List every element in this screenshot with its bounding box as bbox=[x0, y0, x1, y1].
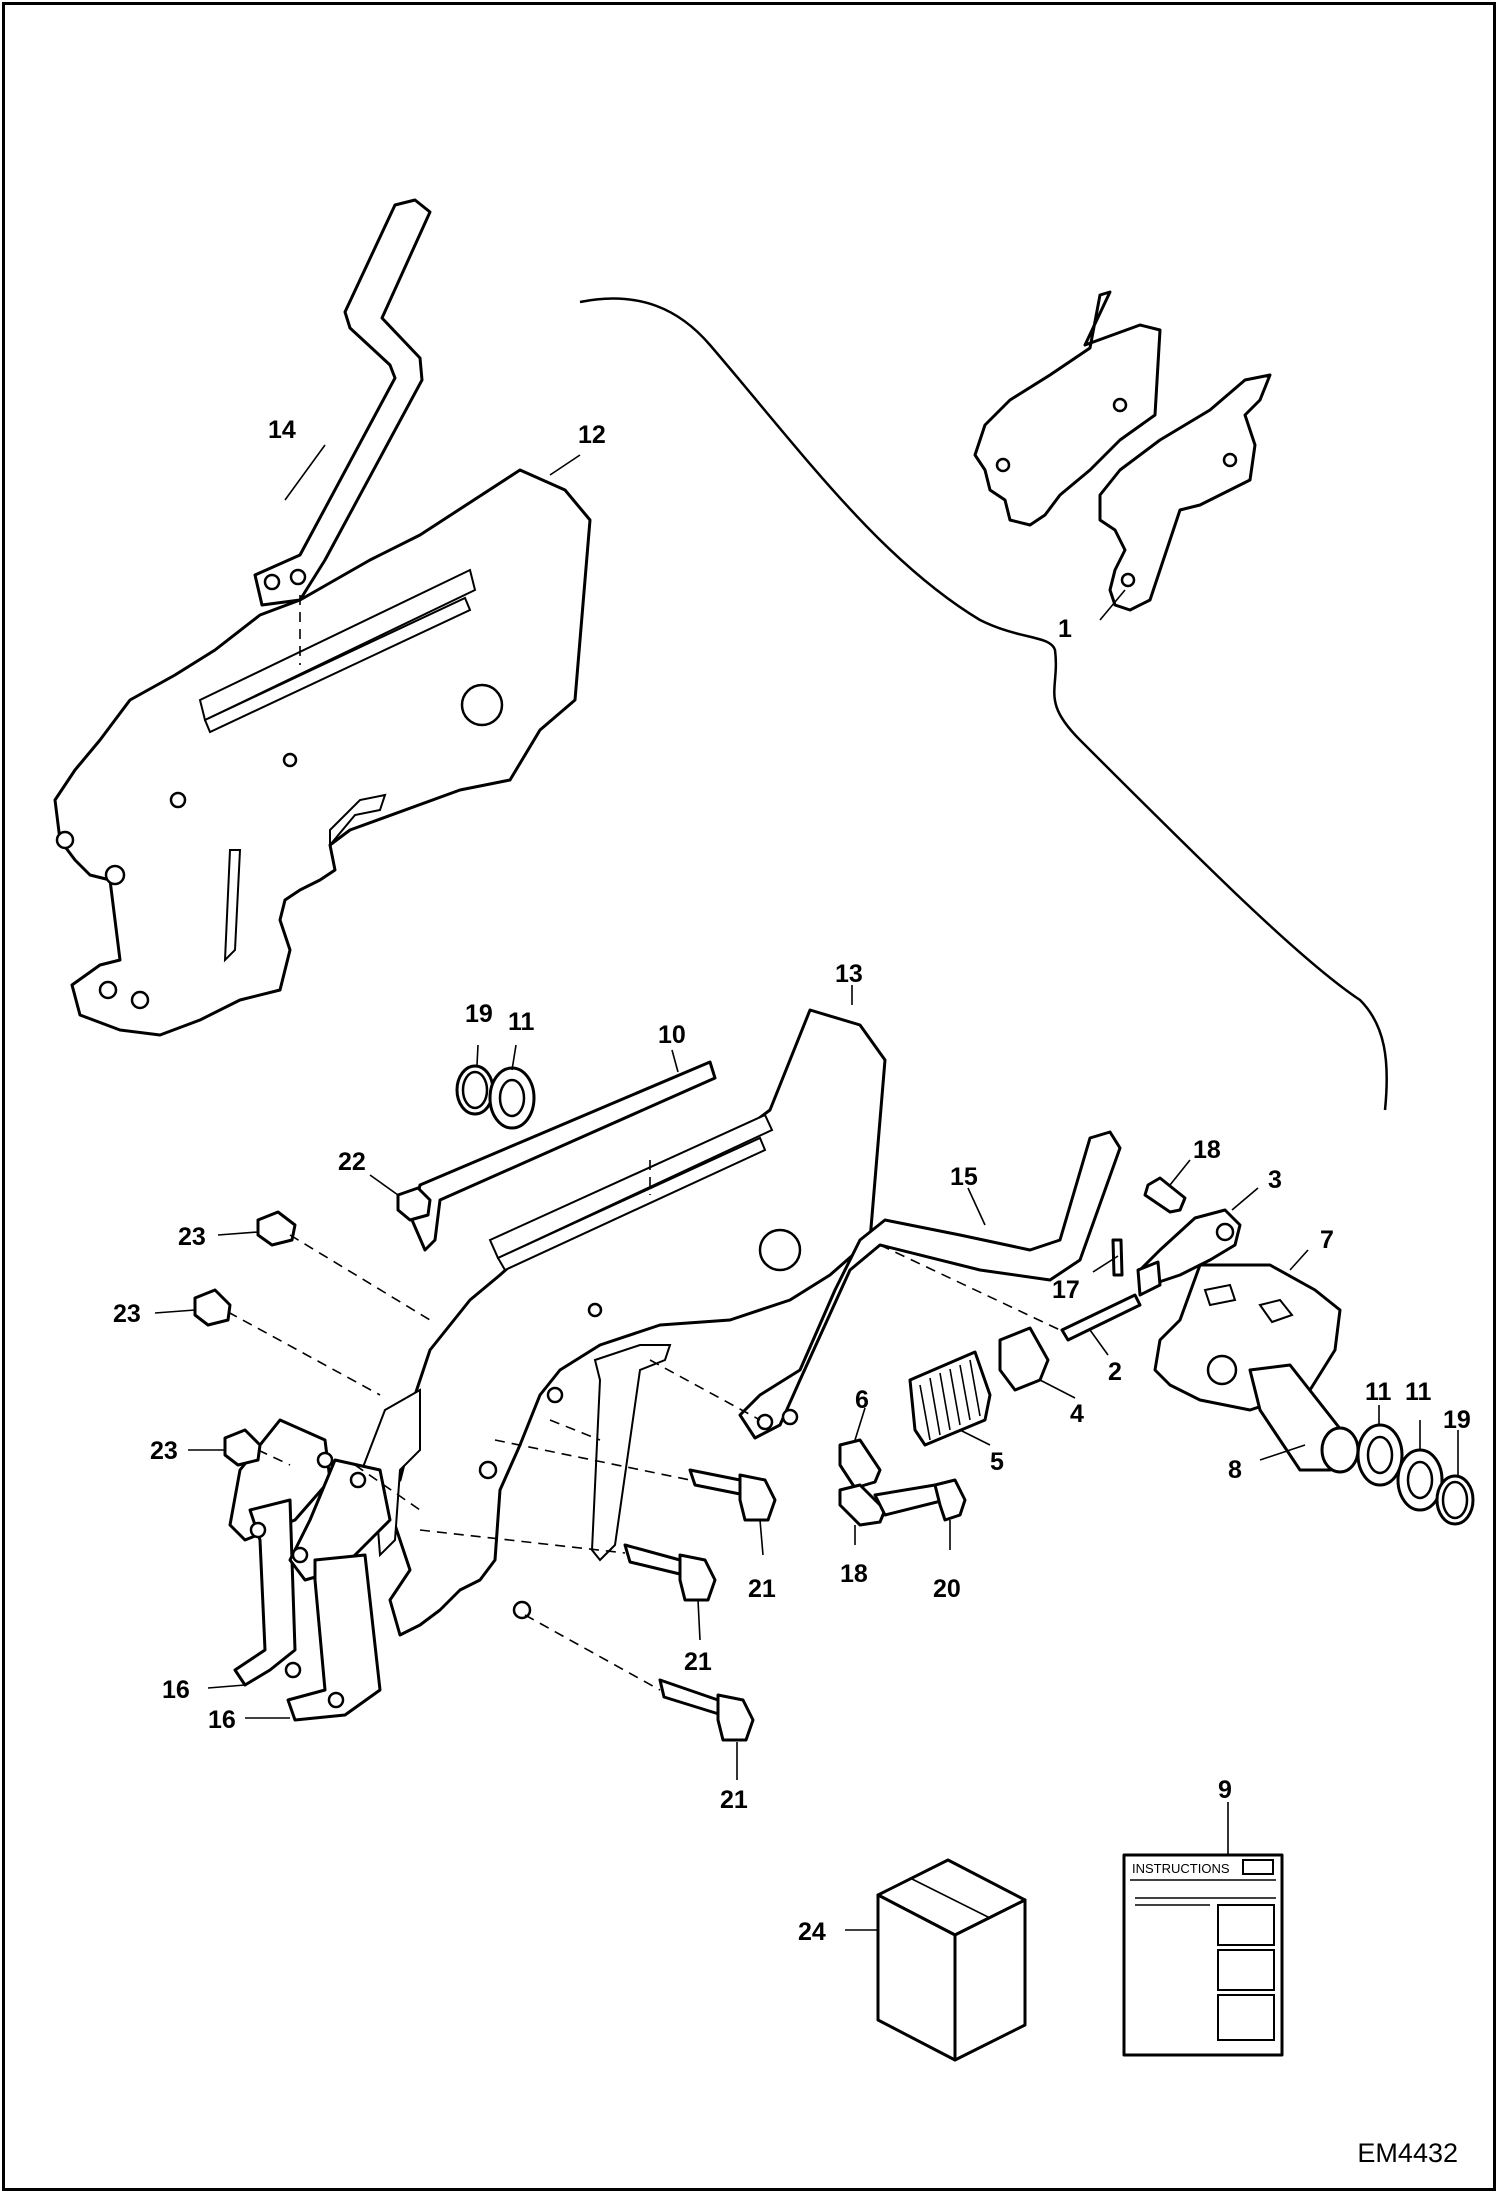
handle-rod-part-15 bbox=[738, 1130, 1122, 1440]
snap-ring-part-19-left-hole bbox=[461, 1070, 489, 1110]
callout-7: 7 bbox=[1320, 1226, 1334, 1254]
clevis-part-3 bbox=[1136, 1208, 1242, 1297]
callout-18-a: 18 bbox=[1193, 1136, 1221, 1164]
snap-ring-part-19-right-hole bbox=[1441, 1480, 1469, 1520]
callout-11-b: 11 bbox=[1365, 1378, 1392, 1406]
callout-4: 4 bbox=[1070, 1400, 1084, 1428]
callout-9: 9 bbox=[1218, 1776, 1232, 1804]
callout-3: 3 bbox=[1268, 1166, 1282, 1194]
callout-23-a: 23 bbox=[178, 1223, 206, 1251]
callout-22: 22 bbox=[338, 1148, 366, 1176]
callout-19-b: 19 bbox=[1443, 1406, 1471, 1434]
assembly-divider-curve bbox=[579, 297, 1388, 1111]
callout-11-a: 11 bbox=[508, 1008, 535, 1036]
washer-part-11-c-hole bbox=[498, 1078, 526, 1118]
bracket-part-13 bbox=[358, 1008, 887, 1637]
callout-21-b: 21 bbox=[684, 1648, 712, 1676]
bolt-part-21-a bbox=[688, 1468, 777, 1522]
callout-11-c: 11 bbox=[1405, 1378, 1432, 1406]
spring-part-5 bbox=[908, 1350, 992, 1447]
plate-part-10 bbox=[410, 1060, 717, 1252]
bolt-part-21-c bbox=[658, 1678, 755, 1742]
callout-labels: 1 2 3 4 5 6 7 8 9 10 11 11 11 12 13 14 1… bbox=[113, 416, 1471, 1946]
callout-13: 13 bbox=[835, 960, 863, 988]
flange-nut-part-23-b bbox=[193, 1288, 232, 1327]
latch-plate-part-7 bbox=[1153, 1263, 1342, 1412]
washer-part-11-b-hole bbox=[1406, 1460, 1434, 1500]
callout-8: 8 bbox=[1228, 1456, 1242, 1484]
callout-15: 15 bbox=[950, 1163, 978, 1191]
pin-part-18-lower bbox=[838, 1483, 887, 1527]
latch-assembly-part-1 bbox=[973, 290, 1272, 612]
box-part-24 bbox=[876, 1858, 1027, 2062]
instruction-sheet-part-9: INSTRUCTIONS bbox=[1122, 1853, 1284, 2057]
instruction-sheet-title: INSTRUCTIONS bbox=[1132, 1861, 1230, 1876]
handle-rod-part-14 bbox=[253, 198, 432, 607]
callout-5: 5 bbox=[990, 1448, 1004, 1476]
callout-18-b: 18 bbox=[840, 1560, 868, 1588]
bracket-part-12 bbox=[53, 468, 592, 1037]
callout-10: 10 bbox=[658, 1021, 686, 1049]
side-plates-part-16 bbox=[228, 1418, 392, 1722]
shaft-part-8 bbox=[1248, 1363, 1360, 1474]
callout-24: 24 bbox=[798, 1918, 826, 1946]
callout-leaders bbox=[154, 444, 1459, 1931]
callout-20: 20 bbox=[933, 1575, 961, 1603]
callout-2: 2 bbox=[1108, 1358, 1122, 1386]
callout-14: 14 bbox=[268, 416, 296, 444]
threaded-rod-part-2 bbox=[1060, 1293, 1142, 1342]
roll-pin-part-17 bbox=[1111, 1238, 1124, 1277]
washer-part-11-a-hole bbox=[1366, 1435, 1394, 1475]
callout-17: 17 bbox=[1052, 1276, 1080, 1304]
callout-1: 1 bbox=[1058, 615, 1072, 643]
callout-6: 6 bbox=[855, 1386, 869, 1414]
flange-nut-part-23-a bbox=[256, 1210, 297, 1247]
pin-part-18-upper bbox=[1143, 1176, 1187, 1214]
callout-16-b: 16 bbox=[208, 1706, 236, 1734]
callout-21-c: 21 bbox=[720, 1786, 748, 1814]
bolt-part-21-b bbox=[623, 1543, 717, 1602]
pin-part-6 bbox=[838, 1438, 882, 1490]
callout-19-a: 19 bbox=[465, 1000, 493, 1028]
assembly-guide-lines bbox=[227, 1160, 1061, 1691]
callout-16-a: 16 bbox=[162, 1676, 190, 1704]
flange-nut-part-23-c bbox=[223, 1428, 262, 1467]
callout-12: 12 bbox=[578, 421, 606, 449]
callout-21-a: 21 bbox=[748, 1575, 776, 1603]
drawing-number: EM4432 bbox=[1357, 2138, 1458, 2168]
bolt-part-20 bbox=[873, 1478, 967, 1522]
callout-23-c: 23 bbox=[150, 1437, 178, 1465]
callout-23-b: 23 bbox=[113, 1300, 141, 1328]
nut-part-22 bbox=[396, 1186, 432, 1222]
